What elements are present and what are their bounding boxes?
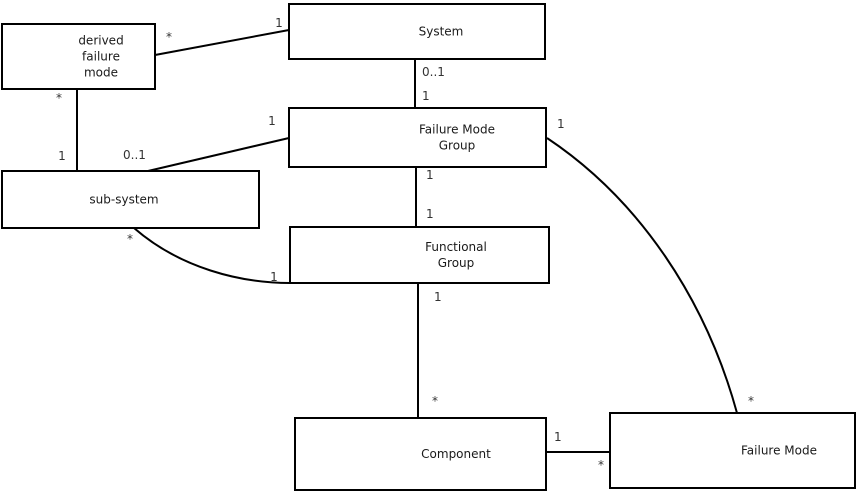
uml-box-sub-system[interactable]: sub-system — [1, 170, 260, 229]
multiplicity-layer: * 1 0..1 1 * 1 0..1 1 1 1 1 * 1 1 * 1 * * — [56, 16, 754, 472]
mult-system-left: 1 — [275, 16, 283, 30]
uml-box-rect-derived-failure-mode[interactable] — [1, 23, 156, 90]
uml-box-failure-mode[interactable]: Failure Mode — [609, 412, 856, 489]
mult-derived-failure-mode-system-left: * — [166, 30, 172, 44]
mult-failure-mode-top: * — [748, 394, 754, 408]
mult-failure-mode-group-top: 1 — [422, 89, 430, 103]
uml-box-label-line: Failure Mode — [741, 444, 817, 458]
uml-box-rect-failure-mode-group[interactable] — [288, 107, 547, 168]
uml-box-component[interactable]: Component — [294, 417, 547, 491]
uml-box-label-line: failure — [82, 50, 120, 64]
mult-functional-group-top: 1 — [426, 207, 434, 221]
uml-box-rect-failure-mode[interactable] — [609, 412, 856, 489]
edge-sub-system-to-failure-mode-group[interactable] — [147, 137, 290, 172]
edge-failure-mode-group-to-failure-mode[interactable] — [546, 137, 738, 414]
uml-box-label-derived-failure-mode: derived failure mode — [78, 34, 123, 80]
uml-box-label-line: sub-system — [89, 193, 158, 207]
uml-box-label-line: derived — [78, 34, 123, 48]
uml-box-label-line: mode — [84, 66, 118, 80]
edge-layer — [76, 29, 738, 453]
mult-functional-group-bottom: 1 — [434, 290, 442, 304]
mult-sub-system-top-right: 0..1 — [123, 148, 146, 162]
uml-box-system[interactable]: System — [288, 3, 546, 60]
uml-box-rect-system[interactable] — [288, 3, 546, 60]
uml-box-rect-component[interactable] — [294, 417, 547, 491]
uml-box-label-line: Group — [438, 256, 475, 270]
uml-box-label-failure-mode: Failure Mode — [741, 444, 817, 458]
mult-failure-mode-group-left: 1 — [268, 114, 276, 128]
edge-sub-system-to-functional-group[interactable] — [133, 227, 291, 284]
mult-sub-system-bottom: * — [127, 232, 133, 246]
mult-sub-system-top-left: 1 — [58, 149, 66, 163]
uml-box-label-sub-system: sub-system — [89, 193, 158, 207]
mult-functional-group-left: 1 — [270, 270, 278, 284]
edge-derived-failure-mode-to-system[interactable] — [154, 29, 290, 56]
uml-box-label-line: Component — [421, 447, 491, 461]
mult-system-bottom: 0..1 — [422, 65, 445, 79]
uml-box-label-line: Group — [439, 139, 476, 153]
uml-box-label-component: Component — [421, 447, 491, 461]
mult-derived-failure-mode-bottom: * — [56, 91, 62, 105]
mult-component-top: * — [432, 394, 438, 408]
mult-failure-mode-left: * — [598, 458, 604, 472]
mult-failure-mode-group-right: 1 — [557, 117, 565, 131]
uml-box-label-line: Failure Mode — [419, 123, 495, 137]
uml-box-rect-sub-system[interactable] — [1, 170, 260, 229]
uml-box-label-system: System — [419, 25, 464, 39]
uml-box-label-line: Functional — [425, 240, 487, 254]
uml-box-label-line: System — [419, 25, 464, 39]
mult-failure-mode-group-bottom: 1 — [426, 168, 434, 182]
uml-box-derived-failure-mode[interactable]: derived failure mode — [1, 23, 156, 90]
uml-box-rect-functional-group[interactable] — [289, 226, 550, 284]
mult-component-right: 1 — [554, 430, 562, 444]
